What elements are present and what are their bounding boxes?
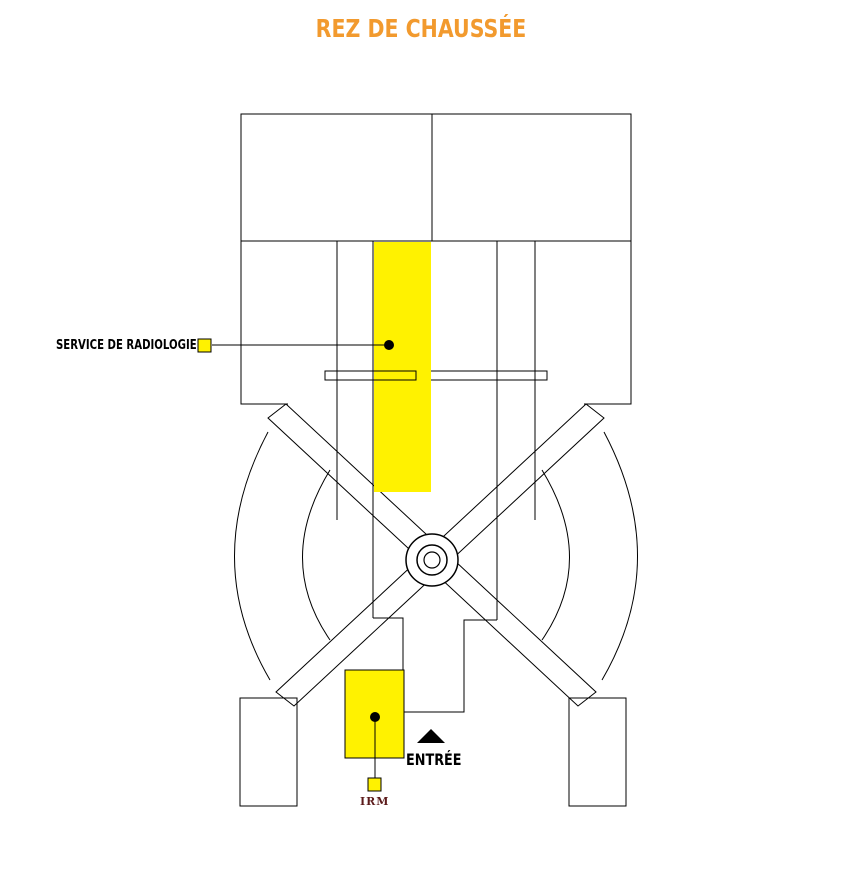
outer-arc-left [234, 431, 271, 681]
floor-title: REZ DE CHAUSSÉE [315, 14, 527, 43]
radiology-legend-square [197, 338, 212, 353]
inner-arc-left [302, 469, 331, 641]
entrance-label: ENTRÉE [406, 750, 462, 769]
radiology-label: SERVICE DE RADIOLOGIE [56, 338, 197, 353]
entrance-wall [373, 617, 404, 670]
entrance-arrow-icon [417, 729, 445, 743]
bottom-left-pavilion [239, 697, 298, 807]
central-wing-outline [240, 241, 288, 405]
irm-legend-square [367, 777, 382, 792]
radiology-zone [374, 242, 431, 492]
diagonal-arm-2 [275, 403, 605, 707]
irm-label: IRM [360, 795, 390, 808]
top-building-block [240, 113, 632, 242]
bottom-right-pavilion [568, 697, 627, 807]
diagonal-arm-1 [267, 403, 597, 707]
crossbar [324, 370, 548, 381]
